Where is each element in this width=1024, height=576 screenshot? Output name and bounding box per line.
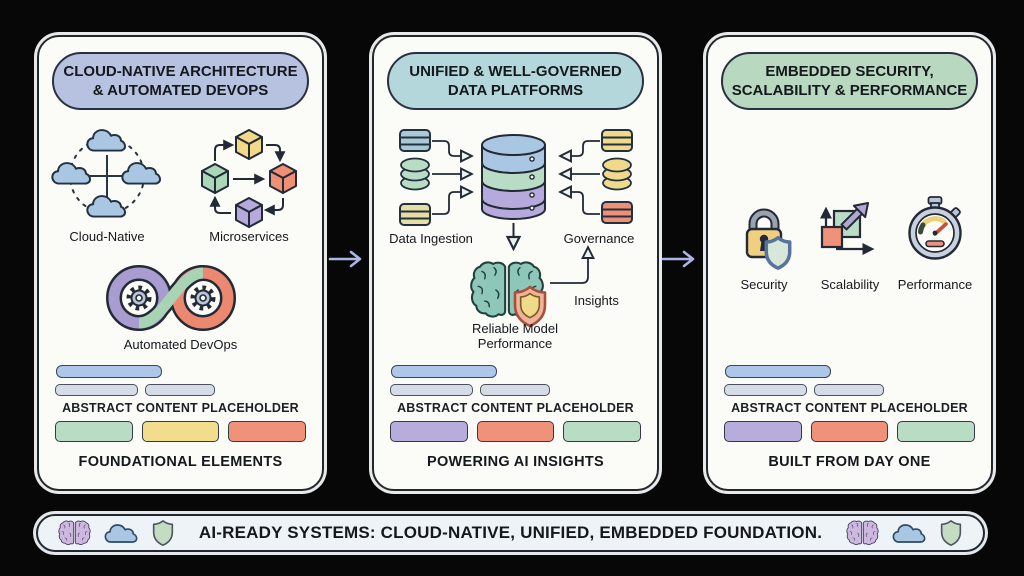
brain-icon	[846, 520, 879, 546]
cloud-native-label: Cloud-Native	[69, 229, 145, 244]
chip-green	[897, 421, 976, 442]
insights-arrow	[550, 249, 588, 284]
cloud-native-icon	[51, 129, 162, 218]
banner-text: AI-READY SYSTEMS: CLOUD-NATIVE, UNIFIED,…	[198, 523, 823, 542]
gear-icon	[126, 285, 152, 311]
flow-arrow-icon	[328, 250, 362, 268]
banner-icons-left	[58, 519, 175, 547]
placeholder-bar	[390, 384, 473, 396]
central-database-icon	[481, 134, 546, 220]
microservices-label: Microservices	[209, 229, 289, 244]
performance-label: Performance	[897, 277, 973, 292]
cloud-icon	[104, 523, 138, 543]
chip-yellow	[141, 421, 220, 442]
reliable-model-label: Reliable Model Performance	[472, 321, 558, 352]
panel-cloud-native-devops: CLOUD-NATIVE ARCHITECTURE & AUTOMATED DE…	[37, 35, 324, 491]
database-stack-icon	[601, 201, 633, 224]
banner-icons-right	[846, 519, 963, 547]
panel-footer-text: FOUNDATIONAL ELEMENTS	[78, 454, 283, 470]
placeholder-bar	[814, 384, 884, 396]
chip-green	[55, 421, 133, 442]
chip-red	[228, 421, 307, 442]
automated-devops-label: Automated DevOps	[123, 337, 238, 352]
shield-icon	[940, 520, 962, 546]
brain-icon	[58, 520, 91, 546]
microservices-icon	[201, 129, 297, 228]
panel-footer-text: BUILT FROM DAY ONE	[768, 454, 931, 470]
cloud-icon	[892, 523, 926, 543]
security-scalability-performance-icons	[745, 196, 962, 270]
placeholder-bar	[724, 384, 807, 396]
database-stack-icon	[399, 129, 431, 152]
panel-footer-text: POWERING AI INSIGHTS	[426, 454, 605, 470]
panel-header-pill: CLOUD-NATIVE ARCHITECTURE & AUTOMATED DE…	[52, 52, 309, 111]
footer-banner: AI-READY SYSTEMS: CLOUD-NATIVE, UNIFIED,…	[36, 514, 985, 552]
chip-red	[476, 421, 555, 442]
placeholder-label: ABSTRACT CONTENT PLACEHOLDER	[731, 401, 968, 415]
color-chips	[724, 421, 976, 442]
placeholder-bar	[391, 365, 497, 378]
placeholder-bar	[725, 365, 831, 378]
database-stack-icon	[400, 157, 430, 191]
database-stack-icon	[601, 129, 633, 152]
color-chips	[390, 421, 642, 442]
padlock-shield-icon	[745, 208, 792, 270]
chip-purple	[724, 421, 802, 442]
scalability-label: Scalability	[820, 277, 880, 292]
chip-purple	[390, 421, 468, 442]
insights-label: Insights	[574, 293, 619, 308]
placeholder-label: ABSTRACT CONTENT PLACEHOLDER	[62, 401, 299, 415]
panel-security-scalability-performance: EMBEDDED SECURITY, SCALABILITY & PERFORM…	[706, 35, 993, 491]
color-chips	[55, 421, 307, 442]
placeholder-bar	[145, 384, 215, 396]
chip-red	[810, 421, 889, 442]
placeholder-bar	[56, 365, 162, 378]
database-stack-icon	[399, 203, 431, 226]
governance-label: Governance	[563, 231, 635, 246]
data-ingestion-label: Data Ingestion	[389, 231, 473, 246]
data-platform-diagram	[399, 129, 633, 328]
panel-header-pill: EMBEDDED SECURITY, SCALABILITY & PERFORM…	[721, 52, 978, 111]
placeholder-bar	[55, 384, 138, 396]
chip-green	[563, 421, 642, 442]
flow-arrow-icon	[661, 250, 695, 268]
panel-header-pill: UNIFIED & WELL-GOVERNED DATA PLATFORMS	[387, 52, 644, 111]
panel-data-platforms: UNIFIED & WELL-GOVERNED DATA PLATFORMS	[372, 35, 659, 491]
shield-icon	[152, 520, 174, 546]
scaling-squares-icon	[819, 201, 875, 256]
database-stack-icon	[602, 157, 632, 191]
stopwatch-icon	[908, 196, 962, 260]
placeholder-bar	[480, 384, 550, 396]
gear-icon	[190, 285, 216, 311]
devops-infinity-icon	[106, 265, 236, 331]
placeholder-label: ABSTRACT CONTENT PLACEHOLDER	[397, 401, 634, 415]
security-label: Security	[740, 277, 788, 292]
